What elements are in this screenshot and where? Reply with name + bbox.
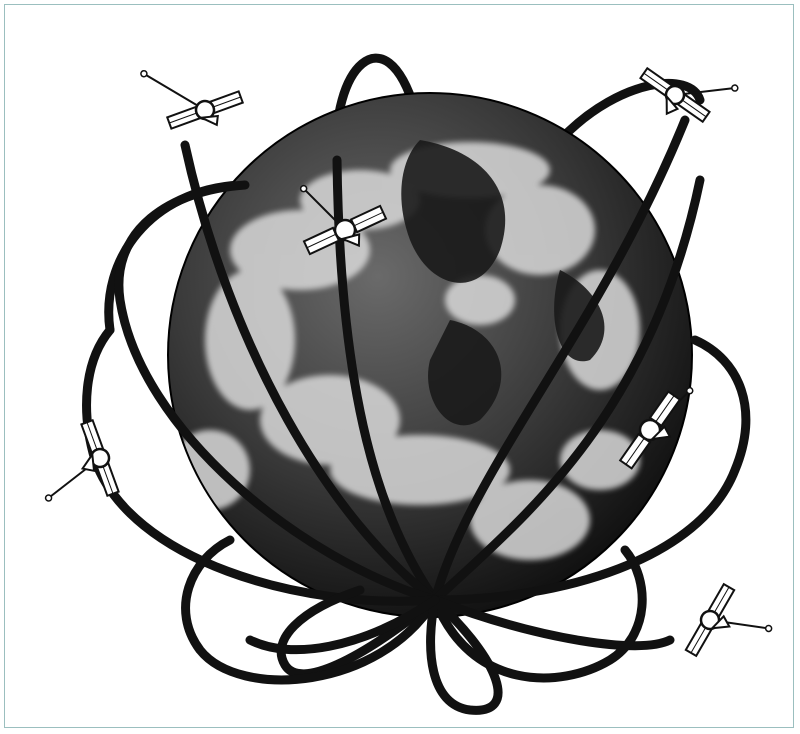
satellite-bottom-right	[683, 583, 779, 682]
earth-globe	[168, 93, 692, 617]
satellite-top-left	[140, 43, 247, 144]
satellite-left	[26, 419, 122, 516]
